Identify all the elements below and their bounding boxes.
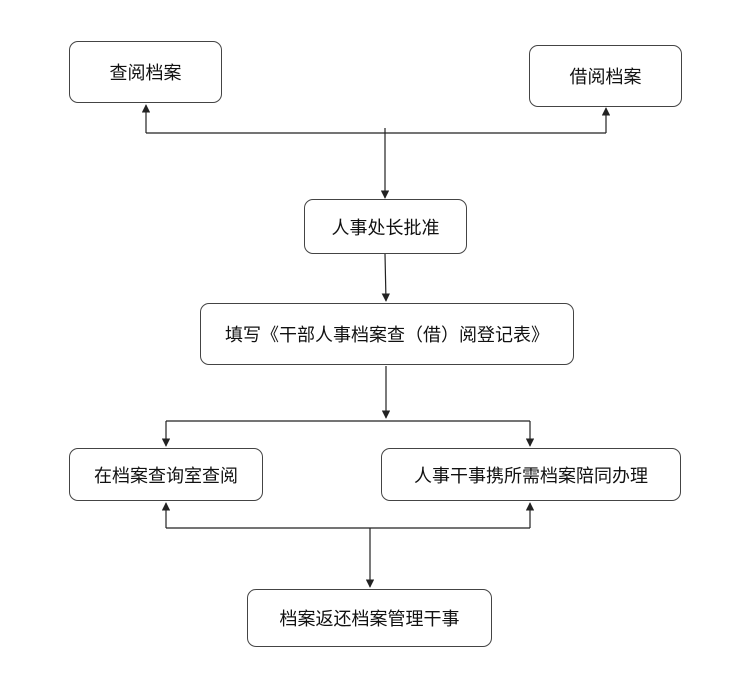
node-return-archive: 档案返还档案管理干事 <box>247 589 492 647</box>
node-staff-accompany: 人事干事携所需档案陪同办理 <box>381 448 681 501</box>
node-director-approval: 人事处长批准 <box>304 199 467 254</box>
node-fill-register-form-label: 填写《干部人事档案查（借）阅登记表》 <box>225 325 549 346</box>
node-review-archive-label: 查阅档案 <box>109 63 182 84</box>
node-review-archive: 查阅档案 <box>69 41 222 103</box>
node-director-approval-label: 人事处长批准 <box>331 217 440 239</box>
node-fill-register-form: 填写《干部人事档案查（借）阅登记表》 <box>200 303 574 365</box>
node-onsite-review-label: 在档案查询室查阅 <box>94 465 238 487</box>
node-borrow-archive-label: 借阅档案 <box>569 67 642 88</box>
node-onsite-review: 在档案查询室查阅 <box>69 448 263 501</box>
node-staff-accompany-label: 人事干事携所需档案陪同办理 <box>414 465 648 487</box>
edge-approve-to-register <box>381 253 391 302</box>
node-return-archive-label: 档案返还档案管理干事 <box>279 609 460 630</box>
node-borrow-archive: 借阅档案 <box>529 45 682 107</box>
